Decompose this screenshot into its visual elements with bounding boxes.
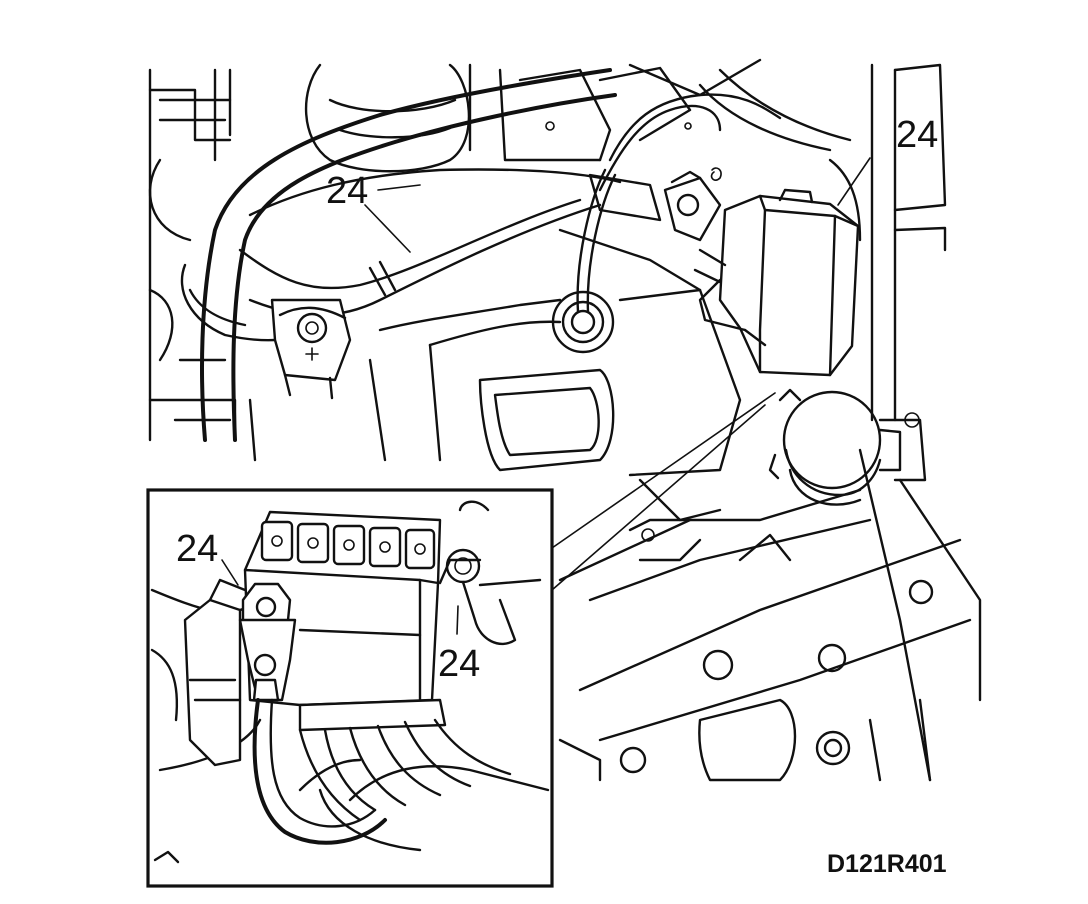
callout-relay-box: 24	[896, 114, 938, 156]
callout-inset-ground: 24	[176, 528, 218, 570]
callout-harness-left: 24	[326, 170, 368, 212]
figure-code: D121R401	[827, 850, 947, 878]
plus-terminal-icon	[305, 347, 319, 361]
detail-inset	[146, 488, 554, 888]
main-view	[148, 58, 982, 782]
callout-inset-bolt: 24	[438, 643, 480, 685]
